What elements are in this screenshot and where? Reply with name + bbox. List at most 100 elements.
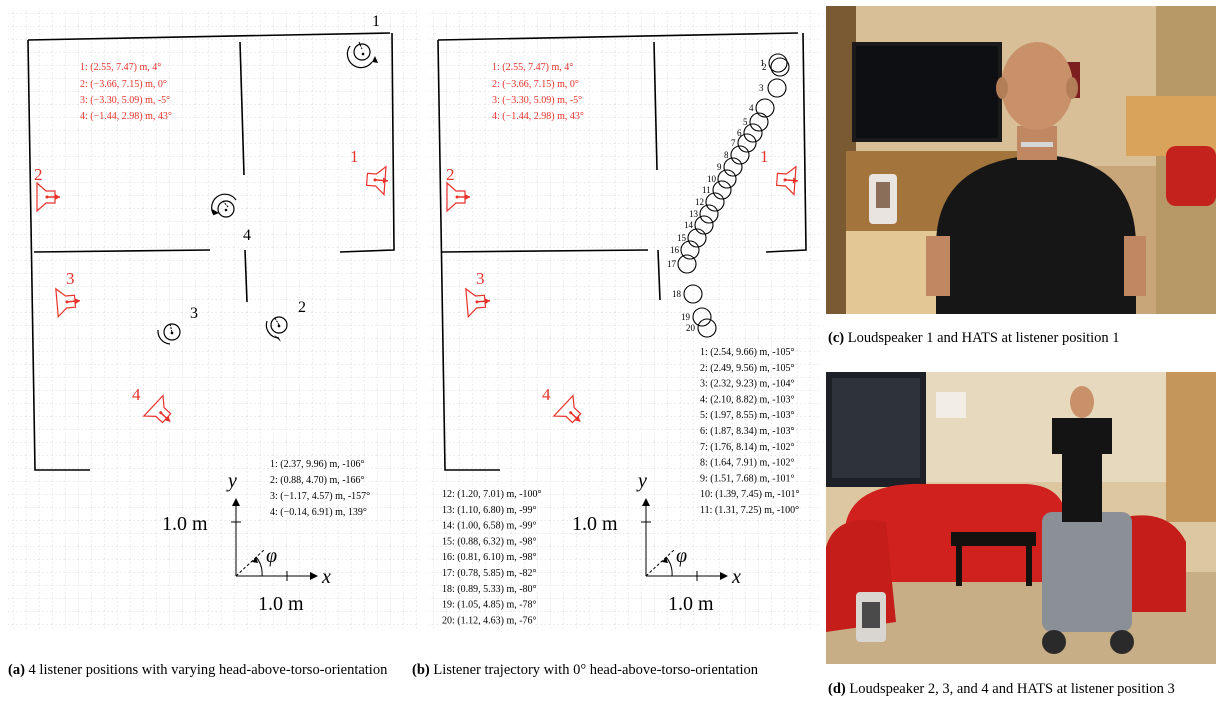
room-walls [27,32,395,471]
trajectory-legend-13: 13: (1.10, 6.80) m, -99° [442,505,537,516]
trajectory-legend-4: 4: (2.10, 8.82) m, -103° [700,394,795,405]
panel-a: 1: (2.55, 7.47) m, 4° 2: (−3.66, 7.15) m… [0,0,420,640]
trajectory-legend-8: 8: (1.64, 7.91) m, -102° [700,458,795,469]
caption-c: (c) Loudspeaker 1 and HATS at listener p… [828,330,1220,347]
photo-c-scene [826,6,1216,314]
trajectory-point-13 [699,204,719,224]
photo-d-scene [826,372,1216,664]
grid [8,8,420,630]
trajectory-label-4: 4 [749,103,754,113]
trajectory-legend-2: 2: (2.49, 9.56) m, -105° [700,363,795,374]
trajectory-legend-15: 15: (0.88, 6.32) m, -98° [442,536,537,547]
speaker-legend-1: 1: (2.55, 7.47) m, 4° [492,62,573,73]
trajectory-point-11 [712,180,732,200]
speaker-legend-4: 4: (−1.44, 2.98) m, 43° [80,111,172,122]
trajectory-legend-11: 11: (1.31, 7.25) m, -100° [700,505,799,516]
trajectory-legend-5: 5: (1.97, 8.55) m, -103° [700,410,795,421]
trajectory-label-19: 19 [681,312,691,322]
speaker-label-2: 2 [446,165,455,184]
trajectory-label-13: 13 [689,209,699,219]
speaker-label-4: 4 [132,385,141,404]
speaker-label-3: 3 [66,269,75,288]
loudspeaker-3 [55,287,81,319]
trajectory-legend-3: 3: (2.32, 9.23) m, -104° [700,379,795,390]
speaker-label-3: 3 [476,269,485,288]
caption-a: (a) 4 listener positions with varying he… [8,662,430,679]
trajectory-legend-9: 9: (1.51, 7.68) m, -101° [700,473,795,484]
trajectory-point-14 [694,215,714,235]
trajectory-legend-14: 14: (1.00, 6.58) m, -99° [442,521,537,532]
loudspeaker-3 [465,287,491,319]
listener-legend-2: 2: (0.88, 4.70) m, -166° [270,475,365,486]
trajectory-label-12: 12 [695,197,704,207]
axes: y x φ 1.0 m 1.0 m [162,470,331,615]
trajectory-label-3: 3 [759,83,764,93]
speaker-legend: 1: (2.55, 7.47) m, 4° 2: (−3.66, 7.15) m… [80,62,172,122]
trajectory-point-19 [692,307,712,327]
listener-label-1: 1 [372,13,380,30]
trajectory-point-1 [768,53,788,73]
caption-d-text: Loudspeaker 2, 3, and 4 and HATS at list… [849,681,1175,697]
scale-y-label: 1.0 m [572,513,618,535]
speaker-legend-4: 4: (−1.44, 2.98) m, 43° [492,111,584,122]
caption-c-tag: (c) [828,330,845,346]
speaker-label-4: 4 [542,385,551,404]
trajectory-legend-20: 20: (1.12, 4.63) m, -76° [442,615,537,626]
trajectory-point-16 [680,240,700,260]
loudspeaker-1 [775,165,799,196]
trajectory-legend-18: 18: (0.89, 5.33) m, -80° [442,584,537,595]
caption-a-text: 4 listener positions with varying head-a… [28,662,388,678]
trajectory-point-6 [743,123,763,143]
trajectory-point-7 [737,133,757,153]
listener-legend-4: 4: (−0.14, 6.91) m, 139° [270,507,367,518]
loudspeaker-1 [365,165,389,196]
listener-2 [265,316,288,342]
loudspeaker-4 [552,394,582,424]
caption-b-tag: (b) [412,662,430,678]
speaker-legend: 1: (2.55, 7.47) m, 4° 2: (−3.66, 7.15) m… [492,62,584,122]
scale-x-label: 1.0 m [668,593,714,615]
trajectory-point-3 [767,78,787,98]
speaker-legend-1: 1: (2.55, 7.47) m, 4° [80,62,161,73]
listener-legend-1: 1: (2.37, 9.96) m, -106° [270,459,365,470]
trajectory-label-14: 14 [684,220,694,230]
photo-d [826,372,1216,664]
speaker-label-1: 1 [760,147,769,166]
axis-y-label: y [226,470,237,492]
trajectory-label-8: 8 [724,150,729,160]
trajectory-legend-16: 16: (0.81, 6.10) m, -98° [442,552,537,563]
trajectory-point-5 [749,112,769,132]
panel-b: 1: (2.55, 7.47) m, 4° 2: (−3.66, 7.15) m… [420,0,820,640]
caption-d: (d) Loudspeaker 2, 3, and 4 and HATS at … [828,681,1220,698]
trajectory-point-17 [677,254,697,274]
trajectory-label-7: 7 [731,138,736,148]
listener-label-2: 2 [298,299,306,316]
caption-d-tag: (d) [828,681,846,697]
trajectory-point-4 [755,98,775,118]
speaker-legend-2: 2: (−3.66, 7.15) m, 0° [80,79,167,90]
panel-b-plot: 1: (2.55, 7.47) m, 4° 2: (−3.66, 7.15) m… [428,8,820,630]
trajectory-label-1: 1 [760,58,765,68]
trajectory-point-8 [730,145,750,165]
speaker-legend-2: 2: (−3.66, 7.15) m, 0° [492,79,579,90]
trajectory-point-12 [705,192,725,212]
listener-legend: 1: (2.37, 9.96) m, -106° 2: (0.88, 4.70)… [270,459,370,518]
caption-a-tag: (a) [8,662,25,678]
trajectory-label-2: 2 [762,62,767,72]
trajectory-label-11: 11 [702,185,711,195]
axis-phi-label: φ [676,545,687,567]
scale-y-label: 1.0 m [162,513,208,535]
trajectory-point-9 [723,157,743,177]
listener-label-3: 3 [190,305,198,322]
speaker-label-2: 2 [34,165,43,184]
listener-legend-3: 3: (−1.17, 4.57) m, -157° [270,491,370,502]
caption-c-text: Loudspeaker 1 and HATS at listener posit… [847,330,1120,346]
trajectory-legend-6: 6: (1.87, 8.34) m, -103° [700,426,795,437]
trajectory-legend-right: 1: (2.54, 9.66) m, -105°2: (2.49, 9.56) … [700,347,800,516]
loudspeaker-4 [142,394,172,424]
axis-x-label: x [731,566,741,588]
axis-x-label: x [321,566,331,588]
trajectory-legend-7: 7: (1.76, 8.14) m, -102° [700,442,795,453]
trajectory-label-9: 9 [717,162,722,172]
